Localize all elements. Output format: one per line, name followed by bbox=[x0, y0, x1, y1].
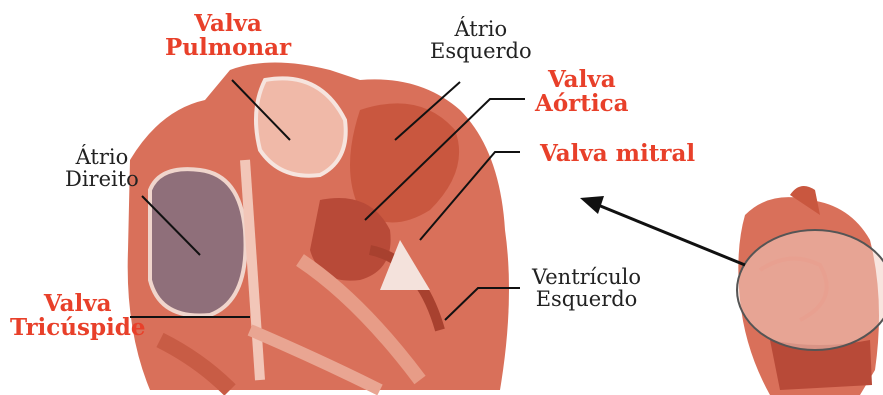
label-atrio-direito-line1: Átrio bbox=[65, 146, 139, 168]
zoom-arrow bbox=[580, 196, 745, 265]
label-valva-mitral: Valva mitral bbox=[540, 142, 695, 166]
label-atrio-esquerdo-line2: Esquerdo bbox=[430, 40, 532, 62]
label-ventriculo-esquerdo-line1: Ventrículo bbox=[532, 266, 641, 288]
label-ventriculo-esquerdo: Ventrículo Esquerdo bbox=[532, 266, 641, 310]
label-valva-aortica-line1: Valva bbox=[535, 68, 629, 92]
label-valva-pulmonar-line2: Pulmonar bbox=[165, 36, 291, 60]
label-ventriculo-esquerdo-line2: Esquerdo bbox=[532, 288, 641, 310]
heart-cross-section bbox=[128, 63, 509, 391]
heart-thumbnail bbox=[737, 186, 883, 395]
label-valva-tricuspide-line2: Tricúspide bbox=[10, 316, 146, 340]
label-atrio-direito-line2: Direito bbox=[65, 168, 139, 190]
label-valva-pulmonar: Valva Pulmonar bbox=[165, 12, 291, 60]
label-atrio-esquerdo-line1: Átrio bbox=[430, 18, 532, 40]
label-valva-aortica-line2: Aórtica bbox=[535, 92, 629, 116]
label-atrio-direito: Átrio Direito bbox=[65, 146, 139, 190]
label-valva-aortica: Valva Aórtica bbox=[535, 68, 629, 116]
label-atrio-esquerdo: Átrio Esquerdo bbox=[430, 18, 532, 62]
label-valva-tricuspide: Valva Tricúspide bbox=[10, 292, 146, 340]
label-valva-tricuspide-line1: Valva bbox=[10, 292, 146, 316]
label-valva-pulmonar-line1: Valva bbox=[165, 12, 291, 36]
label-valva-mitral-text: Valva mitral bbox=[540, 142, 695, 166]
